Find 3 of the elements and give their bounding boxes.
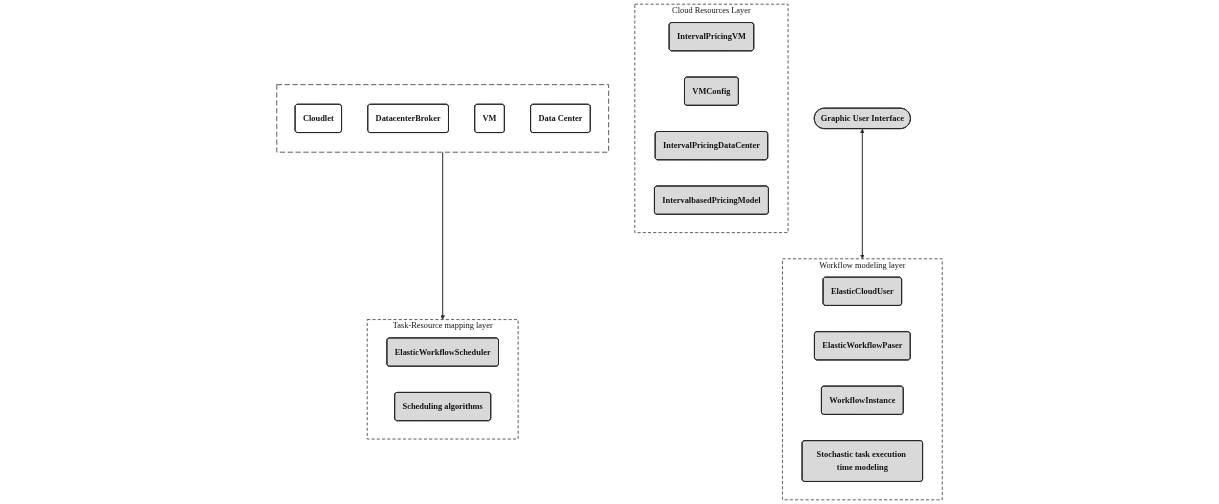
arrow [440,151,445,320]
cluster [276,84,609,153]
arrow [860,128,865,259]
